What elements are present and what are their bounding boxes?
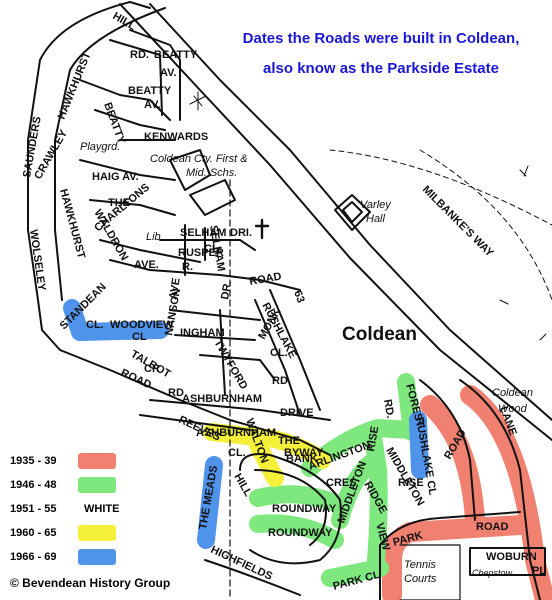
- road-label: ROAD: [476, 521, 508, 533]
- road-label: HAWKHURST: [57, 188, 87, 260]
- road-label: THE: [108, 197, 130, 209]
- road-label: CR: [144, 363, 160, 375]
- road-label: ROUNDWAY: [268, 527, 333, 539]
- road-label: DRIVE: [280, 407, 314, 419]
- legend-period: 1935 - 39: [10, 455, 57, 467]
- legend-swatch: [78, 549, 116, 565]
- woodland-icon: [189, 91, 547, 341]
- legend-swatch: [78, 525, 116, 541]
- road-label: SELHAM: [180, 227, 226, 239]
- road-label: ASHBURNHAM: [196, 427, 276, 439]
- road-label: CRES: [326, 477, 357, 489]
- roads-1966-69: [63, 299, 429, 549]
- school-label: Mid. Schs.: [186, 167, 237, 179]
- road-label: RD: [168, 387, 184, 399]
- road-label: BEATTY: [154, 49, 198, 61]
- road-label: DR.: [219, 280, 234, 301]
- legend-period: 1951 - 55: [10, 503, 57, 515]
- legend-swatch: [78, 477, 116, 493]
- legend-period: 1946 - 48: [10, 479, 57, 491]
- wood-label: Coldean: [492, 387, 533, 399]
- chepstow-label: Chepstow: [472, 568, 513, 578]
- road-label: CL.: [204, 243, 222, 255]
- road-label: BYWAY: [284, 447, 324, 459]
- road-label: RISE: [398, 477, 424, 489]
- road-label: HAWKHURST: [56, 50, 94, 121]
- area-name-coldean: Coldean: [342, 324, 417, 345]
- tennis-label: Courts: [404, 573, 437, 585]
- road-label: PL: [532, 565, 546, 577]
- tennis-label: Tennis: [404, 559, 437, 571]
- roads-1960-65: [203, 423, 331, 487]
- road-label: CL.: [228, 447, 246, 459]
- hall-label: Hall: [366, 213, 386, 225]
- road-label: INGHAM: [180, 327, 225, 339]
- route-number: 63: [291, 289, 306, 305]
- school-label: Coldean Cty. First &: [150, 153, 248, 165]
- road-label: ASHBURNHAM: [182, 393, 262, 405]
- road-label: RUSPER: [178, 247, 224, 259]
- place-labels: Coldean Coldean Cty. First & Mid. Schs. …: [80, 141, 533, 585]
- road-label: RD.: [272, 375, 291, 387]
- legend-period: 1966 - 69: [10, 551, 57, 563]
- road-label: WOODVIEW: [110, 319, 174, 331]
- road-label: AVE: [167, 277, 183, 301]
- road-label: DRI.: [230, 227, 252, 239]
- road-outlines: [27, 1, 552, 600]
- road-label: HAIG AV.: [92, 171, 139, 183]
- road-label: RD.: [381, 398, 396, 419]
- church-cross-icon: [254, 218, 270, 240]
- road-label: ROUNDWAY: [272, 503, 337, 515]
- road-label: BEATTY: [128, 85, 172, 97]
- road-label: ROAD: [248, 271, 282, 288]
- road-label: CL.: [86, 319, 104, 331]
- road-label: MILBANKE'S WAY: [420, 184, 496, 260]
- copyright-notice: © Bevendean History Group: [10, 576, 171, 590]
- playground-label: Playgrd.: [80, 141, 120, 153]
- road-label: CL.: [270, 347, 288, 359]
- road-label: WOLSELEY: [27, 229, 48, 292]
- road-label: CL: [132, 331, 147, 343]
- road-label: THE: [278, 435, 300, 447]
- legend-swatch-text: WHITE: [84, 503, 120, 515]
- road-label: KENWARDS: [144, 131, 208, 143]
- legend-period: 1960 - 65: [10, 527, 57, 539]
- hall-label: Varley: [360, 199, 392, 211]
- library-label: Lib.: [146, 231, 164, 243]
- road-label: AV.: [160, 67, 177, 79]
- map-subtitle: also know as the Parkside Estate: [263, 60, 499, 77]
- map-title: Dates the Roads were built in Coldean,: [242, 30, 520, 47]
- wood-label: Wood: [498, 403, 528, 415]
- road-label: WOBURN: [486, 551, 537, 563]
- road-label: RISE: [365, 425, 381, 452]
- road-label: AVE.: [134, 259, 159, 271]
- road-label: BANK: [286, 453, 318, 465]
- road-label: HIGHFIELDS: [209, 544, 274, 583]
- legend-swatch: [78, 453, 116, 469]
- road-label: AV.: [144, 99, 161, 111]
- road-label: BEATTY: [101, 101, 127, 146]
- road-label: R.: [182, 261, 193, 273]
- road-label: RD.: [130, 49, 149, 61]
